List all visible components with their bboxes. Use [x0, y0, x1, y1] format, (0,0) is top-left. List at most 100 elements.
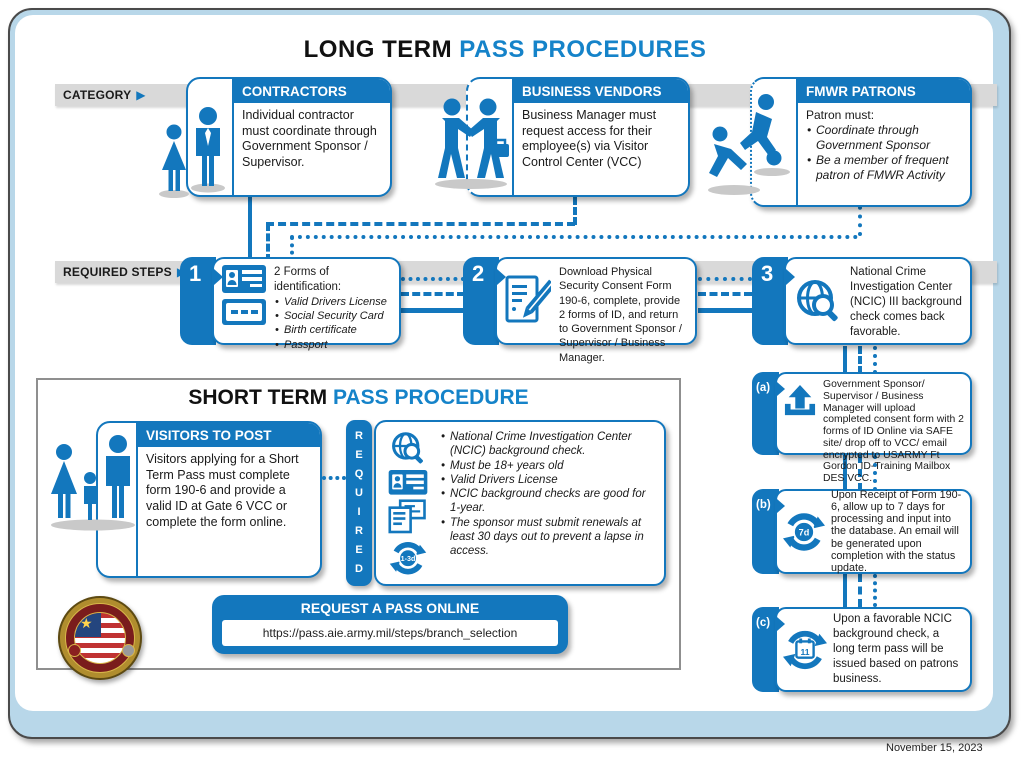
connector-visitors-required: [322, 476, 346, 480]
step-1-bullet: Valid Drivers License: [274, 295, 391, 310]
requirement-item: NCIC background checks are good for 1-ye…: [440, 487, 656, 516]
ssn-card-icon: [222, 299, 266, 325]
processing-cycle-icon: 7d: [783, 512, 825, 551]
short-term-title: SHORT TERM PASS PROCEDURE: [36, 386, 681, 410]
side-step-a-label: (a): [752, 372, 785, 455]
connector-step2-step3-dotted: [698, 277, 752, 281]
request-pass-url-box: https://pass.aie.army.mil/steps/branch_s…: [222, 620, 558, 646]
fmwr-bullet: Be a member of frequent patron of FMWR A…: [806, 153, 962, 183]
required-steps-band-label: REQUIRED STEPS: [63, 265, 172, 279]
side-step-b: (b) 7d Upon Receipt of Form 190-6, allow…: [752, 489, 972, 574]
footer-date: November 15, 2023: [886, 742, 983, 754]
connector-step3-a-solid: [843, 346, 847, 374]
step-2-number: 2: [463, 257, 506, 345]
connector-b-c-solid: [843, 574, 847, 607]
side-step-b-label: (b): [752, 489, 785, 574]
contractors-body: Individual contractor must coordinate th…: [242, 108, 377, 169]
connector-fmwr-horizontal: [290, 235, 858, 239]
connector-step3-a-dashed: [858, 346, 862, 374]
short-term-title-blue: PASS PROCEDURE: [333, 386, 529, 409]
category-band-arrow-icon: ▶: [136, 88, 146, 102]
visitors-body: Visitors applying for a Short Term Pass …: [146, 452, 299, 529]
side-step-b-text: Upon Receipt of Form 190-6, allow up to …: [831, 488, 962, 574]
connector-step1-step2-dotted: [401, 277, 465, 281]
connector-a-b-dotted: [873, 455, 877, 491]
visitors-family-icon: [51, 435, 135, 531]
connector-step1-step2-solid: [401, 308, 465, 313]
page-title: LONG TERM PASS PROCEDURES: [0, 36, 1010, 64]
step-1-number: 1: [180, 257, 223, 345]
category-card-fmwr-patrons: FMWR PATRONS Patron must: Coordinate thr…: [750, 77, 972, 207]
step-3: 3 National Crime Investigation Center (N…: [752, 257, 972, 345]
renewal-badge-label: 1-3d: [401, 555, 416, 563]
side-step-c-text: Upon a favorable NCIC background check, …: [833, 613, 959, 685]
step-1-bullet: Social Security Card: [274, 309, 391, 324]
connector-a-b-dashed: [858, 455, 862, 491]
side-step-c-label: (c): [752, 607, 785, 692]
vendors-handshake-icon: [435, 98, 509, 189]
ncic-globe-search-icon: [797, 280, 838, 322]
connector-a-b-solid: [843, 455, 847, 491]
requirement-item: Must be 18+ years old: [440, 459, 656, 474]
side-step-a-text: Government Sponsor/ Supervisor / Busines…: [823, 379, 964, 484]
fmwr-intro: Patron must:: [806, 108, 875, 122]
fmwr-bullet: Coordinate through Government Sponsor: [806, 123, 962, 153]
contractors-header: CONTRACTORS: [234, 79, 390, 103]
request-pass-online-header: REQUEST A PASS ONLINE: [300, 600, 480, 616]
side-step-c: (c) 11 Upon a favorable NCIC background …: [752, 607, 972, 692]
required-vertical-bar: R E Q U I R E D: [346, 420, 372, 586]
id-card-icon: [388, 470, 428, 496]
requirements-panel: 1-3d National Crime Investigation Center…: [374, 420, 666, 586]
step-1: 1: [180, 257, 401, 352]
connector-b-c-dashed: [858, 574, 862, 607]
seal-star-icon: ★: [80, 615, 93, 631]
connector-step2-step3-dashed: [698, 292, 752, 296]
renewal-cycle-icon: 1-3d: [389, 541, 427, 575]
request-pass-url-link[interactable]: https://pass.aie.army.mil/steps/branch_s…: [262, 626, 518, 640]
step-3-text: National Crime Investigation Center (NCI…: [850, 266, 962, 338]
seal-left-medallion: [68, 644, 81, 657]
connector-step1-step2-dashed: [401, 292, 465, 296]
short-term-title-black: SHORT TERM: [188, 386, 328, 409]
connector-fmwr-drop: [290, 236, 294, 262]
category-card-contractors: CONTRACTORS Individual contractor must c…: [186, 77, 392, 197]
contractors-people-icon: [159, 107, 225, 198]
id-card-icon: [222, 265, 266, 293]
requirement-item: National Crime Investigation Center (NCI…: [440, 430, 656, 459]
installation-seal: ★: [58, 596, 142, 680]
vendors-body: Business Manager must request access for…: [522, 108, 657, 169]
connector-vendors-drop: [266, 223, 270, 262]
fmwr-sports-icon: [708, 94, 790, 195]
connector-vendors-vertical: [573, 197, 577, 225]
connector-step2-step3-solid: [698, 308, 752, 313]
calendar-cycle-icon: 11: [783, 630, 827, 669]
upload-icon: [784, 385, 816, 416]
visitors-to-post-card: VISITORS TO POST Visitors applying for a…: [96, 421, 322, 578]
connector-fmwr-vertical: [858, 197, 862, 236]
calendar-badge-label: 11: [800, 646, 809, 656]
step-1-intro: 2 Forms of identification:: [274, 266, 342, 293]
step-3-number: 3: [752, 257, 795, 345]
processing-badge-label: 7d: [799, 527, 810, 537]
connector-vendors-horizontal: [266, 222, 575, 226]
form-pencil-icon: [505, 275, 551, 323]
page-title-blue: PASS PROCEDURES: [459, 36, 707, 63]
connector-b-c-dotted: [873, 574, 877, 607]
step-1-bullet: Passport: [274, 338, 391, 353]
step-1-bullet: Birth certificate: [274, 323, 391, 338]
forms-stack-icon: [388, 499, 426, 534]
step-2-text: Download Physical Security Consent Form …: [559, 266, 682, 364]
ncic-globe-search-icon: [392, 432, 423, 464]
connector-step3-a-dotted: [873, 346, 877, 374]
fmwr-header: FMWR PATRONS: [798, 79, 970, 103]
side-step-a: (a) Government Sponsor/ Supervisor / Bus…: [752, 372, 972, 484]
seal-right-medallion: [122, 644, 135, 657]
requirement-item: The sponsor must submit renewals at leas…: [440, 516, 656, 559]
visitors-header: VISITORS TO POST: [138, 423, 320, 447]
page-title-black: LONG TERM: [303, 36, 453, 63]
request-pass-online-box: REQUEST A PASS ONLINE https://pass.aie.a…: [212, 595, 568, 654]
category-band-label: CATEGORY: [63, 88, 132, 102]
vendors-header: BUSINESS VENDORS: [514, 79, 688, 103]
connector-contractors-vertical: [248, 197, 252, 261]
